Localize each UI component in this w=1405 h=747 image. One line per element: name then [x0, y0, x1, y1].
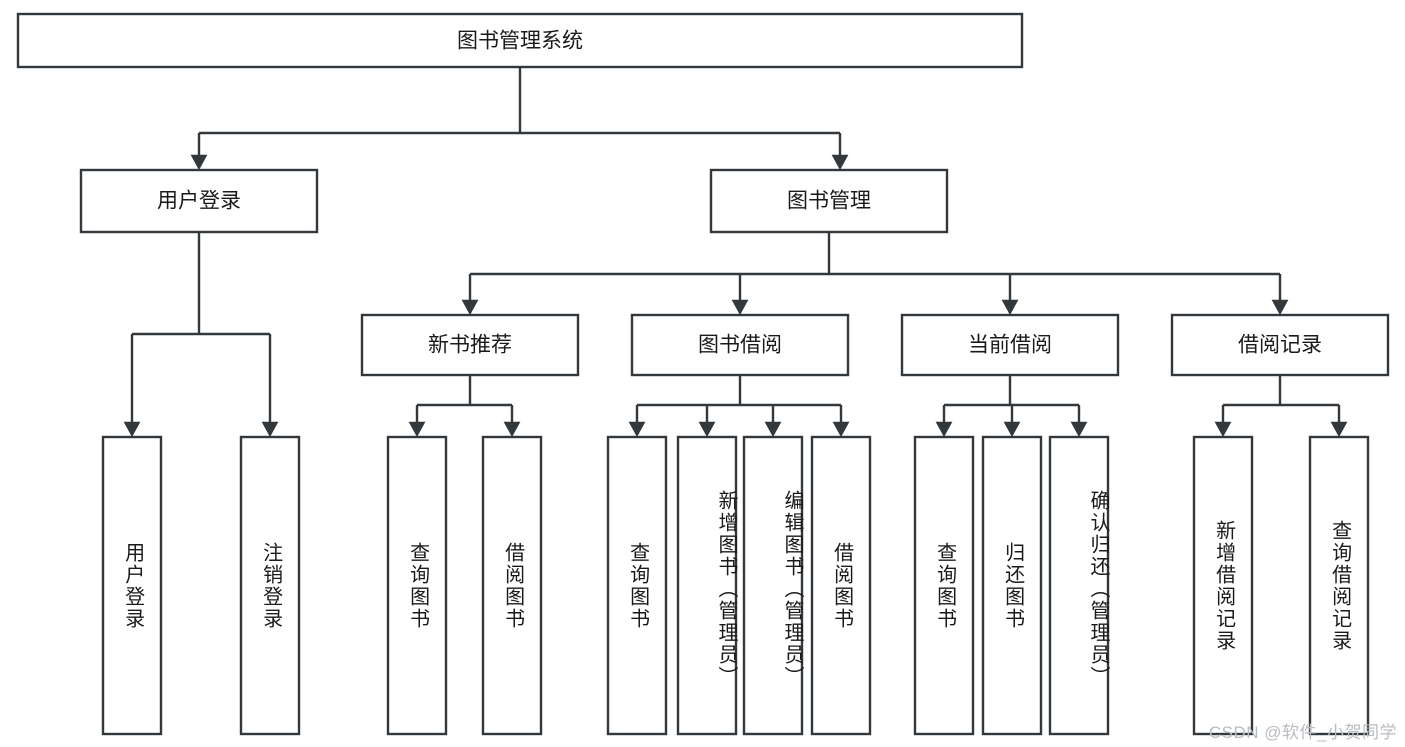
- node-leaf-add-book[interactable]: [676, 435, 738, 736]
- node-leaf-borrow-book-1[interactable]: [481, 435, 543, 736]
- node-root-label: 图书管理系统: [457, 30, 583, 53]
- connector-root-to-level2: [190, 67, 849, 171]
- node-root[interactable]: 图书管理系统: [16, 12, 1024, 69]
- watermark: CSDN @软件_小贺同学: [1208, 723, 1397, 742]
- connector-new-book-recommend-to-leaves: [408, 375, 521, 438]
- node-leaf-add-record[interactable]: [1192, 435, 1254, 736]
- node-leaf-confirm-return[interactable]: [1048, 435, 1110, 736]
- node-leaf-query-record[interactable]: [1308, 435, 1370, 736]
- node-leaf-logout[interactable]: [239, 435, 301, 736]
- node-current-borrow[interactable]: 当前借阅: [900, 313, 1120, 377]
- node-leaf-user-login[interactable]: [101, 435, 163, 736]
- node-new-book-recommend[interactable]: 新书推荐: [360, 313, 580, 377]
- node-book-management[interactable]: 图书管理: [709, 168, 949, 234]
- node-leaf-edit-book[interactable]: [742, 435, 804, 736]
- node-current-borrow-label: 当前借阅: [968, 334, 1052, 357]
- node-leaf-borrow-book-2[interactable]: [810, 435, 872, 736]
- node-new-book-recommend-label: 新书推荐: [428, 334, 512, 357]
- node-borrow-record[interactable]: 借阅记录: [1170, 313, 1390, 377]
- connector-book-borrow-to-leaves: [628, 375, 850, 438]
- connector-user-login-to-leaves: [123, 232, 279, 438]
- connector-book-management-to-level3: [461, 232, 1289, 316]
- connector-borrow-record-to-leaves: [1214, 375, 1348, 438]
- connector-current-borrow-to-leaves: [935, 375, 1088, 438]
- node-book-management-label: 图书管理: [787, 190, 871, 213]
- node-leaf-query-book-3[interactable]: [913, 435, 975, 736]
- node-book-borrow-label: 图书借阅: [698, 334, 782, 357]
- node-user-login[interactable]: 用户登录: [79, 168, 319, 234]
- node-leaf-query-book-2[interactable]: [606, 435, 668, 736]
- node-borrow-record-label: 借阅记录: [1238, 334, 1322, 357]
- node-book-borrow[interactable]: 图书借阅: [630, 313, 850, 377]
- node-user-login-label: 用户登录: [157, 190, 241, 213]
- node-leaf-return-book[interactable]: [981, 435, 1043, 736]
- node-leaf-query-book-1[interactable]: [386, 435, 448, 736]
